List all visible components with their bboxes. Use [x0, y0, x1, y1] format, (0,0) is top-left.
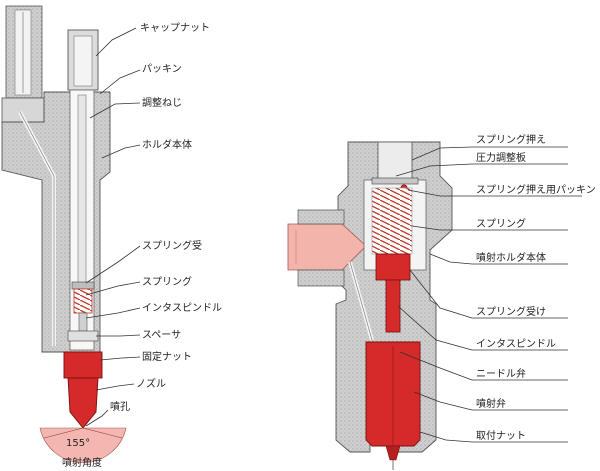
label-adjusting-screw: 調整ねじ: [142, 96, 182, 109]
label-inter-spindle: インタスピンドル: [142, 302, 222, 314]
label-right-spring-seat: スプリング受け: [476, 305, 546, 318]
right-leader-lines: [395, 146, 473, 443]
label-nozzle-holder-body: 噴射ホルダ本体: [476, 251, 546, 264]
left-injector-diagram: キャップナット パッキン 調整ねじ ホルダ本体 スプリング受 スプリング インタ…: [1, 5, 222, 469]
label-right-inter-spindle: インタスピンドル: [476, 338, 556, 350]
label-cap-nut: キャップナット: [140, 22, 210, 34]
label-spring-retainer-packing: スプリング押え用パッキン: [476, 183, 596, 196]
label-right-spring: スプリング: [476, 217, 526, 230]
label-spray-angle-value: 155°: [66, 438, 90, 449]
right-pressure-plate: [371, 177, 419, 185]
right-nozzle-tip: [385, 445, 401, 461]
right-fuel-inlet: [287, 209, 367, 287]
right-spring: [371, 187, 413, 255]
left-inter-spindle: [78, 312, 88, 332]
right-injector-diagram: スプリング押え 圧力調整板 スプリング押え用パッキン スプリング 噴射ホルダ本体…: [287, 133, 596, 470]
left-spring: [73, 288, 93, 314]
left-fixing-nut: [63, 351, 103, 379]
left-push-rod: [77, 94, 87, 286]
label-injection-valve: 噴射弁: [476, 397, 506, 410]
label-spring: スプリング: [142, 275, 192, 288]
left-spring-seat: [71, 281, 95, 290]
left-spacer: [67, 330, 99, 342]
right-label-underlines: [472, 146, 582, 443]
right-spring-retainer: [377, 141, 413, 183]
label-nozzle: ノズル: [136, 377, 166, 390]
label-needle-valve: ニードル弁: [476, 367, 526, 380]
label-spray-angle: 噴射角度: [62, 456, 102, 469]
left-spray-cone: [39, 427, 127, 463]
right-inter-spindle: [385, 279, 401, 333]
label-holder-body: ホルダ本体: [142, 138, 192, 151]
right-spring-seat: [375, 253, 411, 281]
left-leader-lines: [85, 27, 141, 427]
label-spacer: スペーサ: [142, 329, 181, 341]
label-packing: パッキン: [142, 63, 182, 75]
label-mounting-nut: 取付ナット: [476, 429, 526, 442]
left-nozzle: [67, 377, 99, 429]
label-spring-seat: スプリング受: [142, 239, 202, 252]
label-pressure-adjusting-plate: 圧力調整板: [476, 151, 526, 164]
left-fuel-inlet-pipe: [1, 5, 45, 123]
label-spring-retainer: スプリング押え: [476, 133, 546, 146]
label-spray-hole: 噴孔: [110, 401, 130, 413]
label-fixing-nut: 固定ナット: [142, 350, 192, 363]
